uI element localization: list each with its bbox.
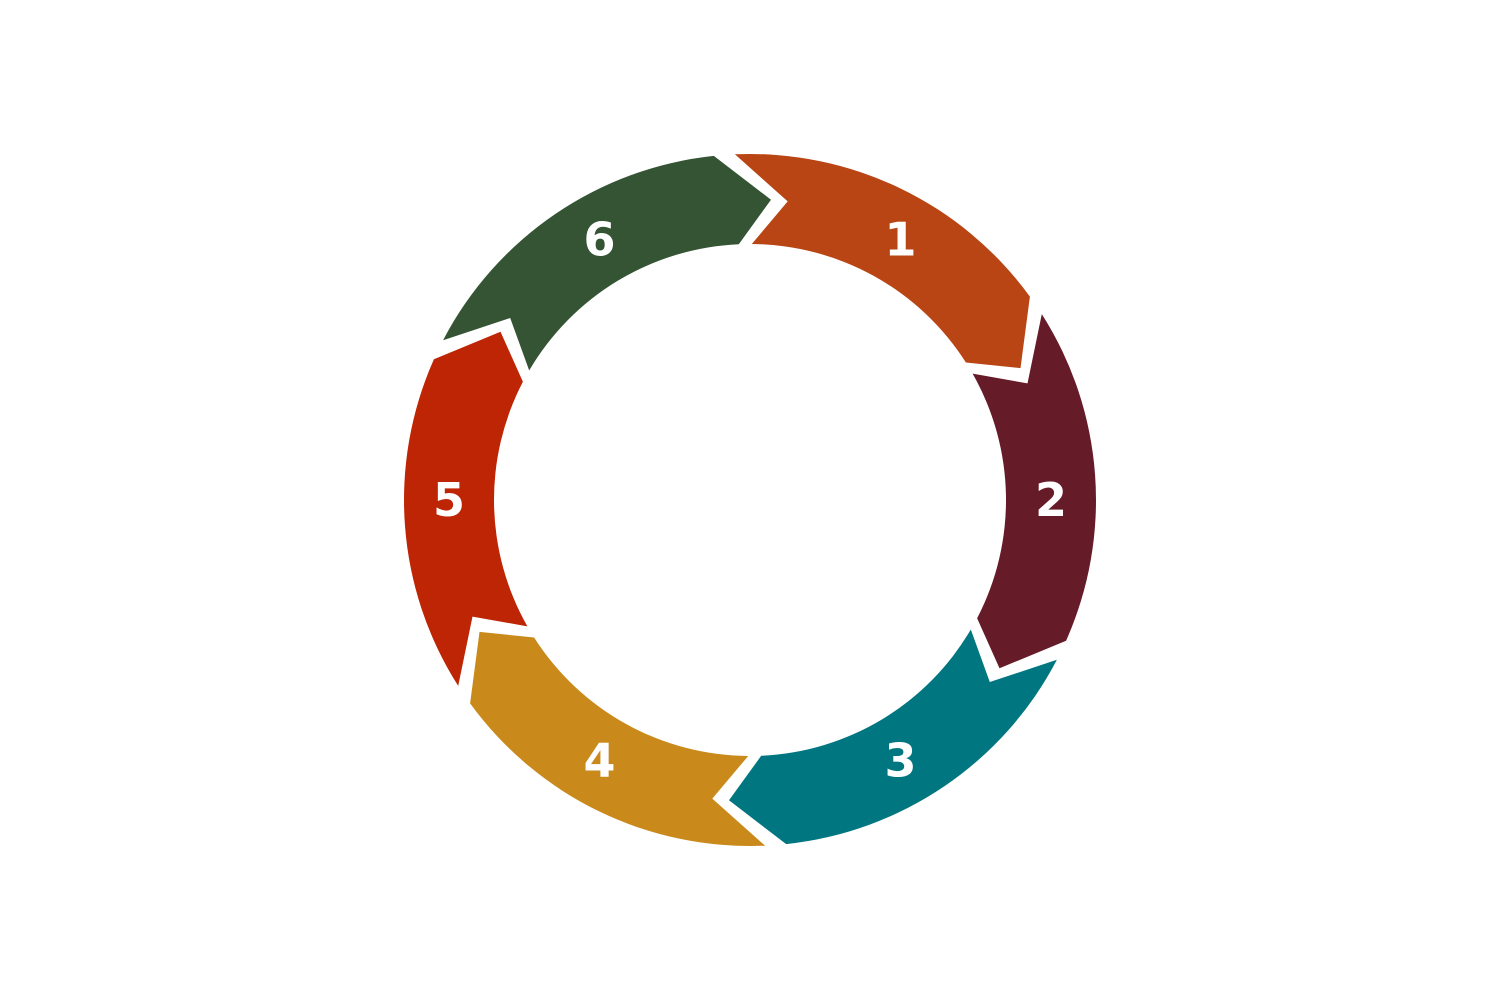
arrow-segment	[404, 331, 528, 686]
step-label: 6	[583, 212, 615, 266]
step-label: 5	[433, 473, 465, 527]
cycle-step-3: 3	[729, 629, 1057, 845]
arrow-segment	[443, 155, 771, 371]
cycle-step-6: 6	[443, 155, 771, 371]
arrow-segment	[470, 631, 766, 847]
arrow-segment	[729, 629, 1057, 845]
cycle-step-5: 5	[404, 331, 528, 686]
arrow-segment	[734, 153, 1030, 369]
arrow-segment	[972, 314, 1096, 669]
cycle-step-1: 1	[734, 153, 1030, 369]
cycle-step-4: 4	[470, 631, 766, 847]
step-label: 3	[884, 734, 916, 788]
step-label: 1	[884, 212, 916, 266]
cycle-step-2: 2	[972, 314, 1096, 669]
step-label: 4	[583, 734, 615, 788]
step-label: 2	[1035, 473, 1067, 527]
